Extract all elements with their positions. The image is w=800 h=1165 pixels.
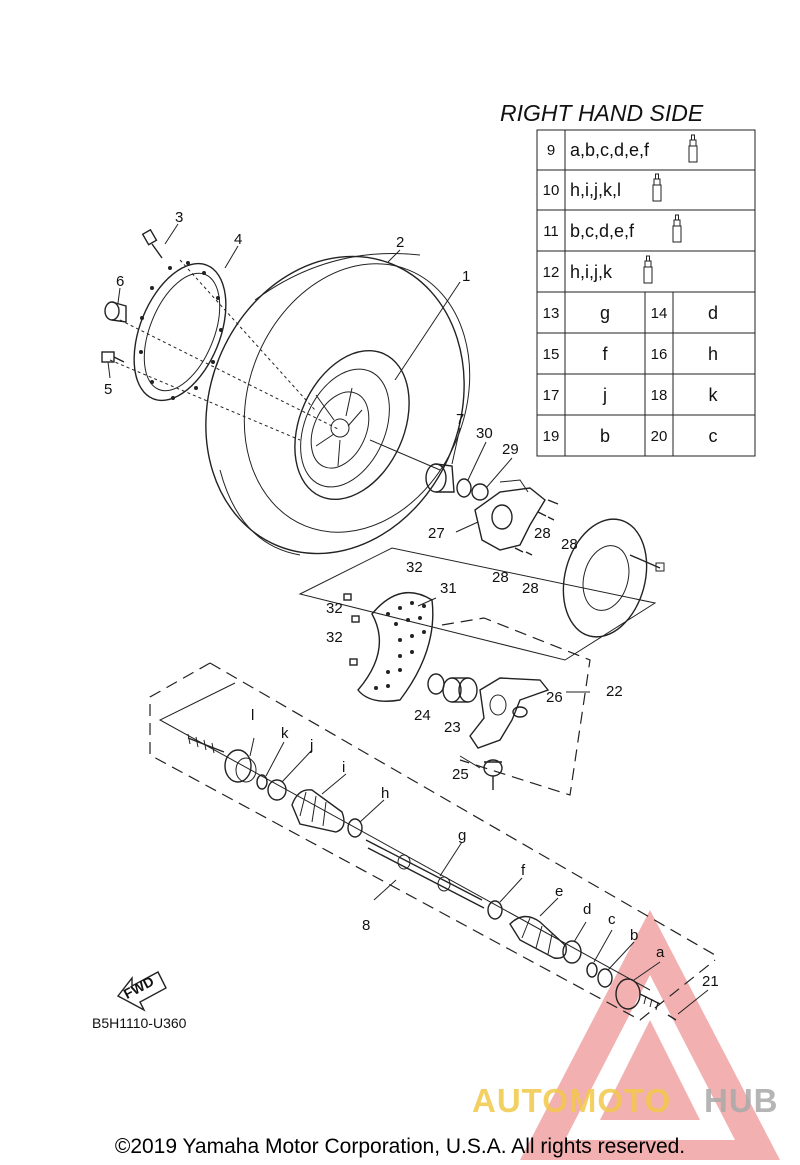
callout-5: 5	[104, 381, 112, 398]
table-row-12-letters: h,i,j,k	[570, 262, 613, 282]
callout-4: 4	[234, 231, 242, 248]
callout-d: d	[583, 901, 591, 918]
diagram-code: B5H1110-U360	[92, 1015, 187, 1031]
bolt-5	[101, 351, 125, 363]
bolts-28	[514, 499, 559, 556]
hub-nut-7	[425, 463, 455, 493]
circlip-24	[427, 673, 445, 695]
callout-7: 7	[456, 411, 464, 428]
table-row-10-letters: h,i,j,k,l	[570, 180, 621, 200]
callout-32b: 32	[326, 600, 343, 617]
callout-f: f	[521, 862, 526, 879]
table-row-19-letter: b	[600, 426, 610, 446]
table-row-14-letter: d	[708, 303, 718, 323]
table-row-16-num: 16	[651, 346, 668, 363]
fwd-arrow-icon: FWD	[116, 971, 167, 1012]
circlip-26	[512, 706, 528, 718]
callout-6: 6	[116, 273, 124, 290]
table-row-20-letter: c	[709, 426, 718, 446]
drive-shaft-assembly	[187, 733, 677, 1021]
callout-25: 25	[452, 766, 469, 783]
callout-a: a	[656, 944, 665, 961]
table-row-19-num: 19	[543, 428, 560, 445]
callout-e: e	[555, 883, 563, 900]
callout-b: b	[630, 927, 638, 944]
callout-g: g	[458, 827, 466, 844]
copyright-notice: ©2019 Yamaha Motor Corporation, U.S.A. A…	[115, 1135, 685, 1158]
grease-tube-icon	[688, 134, 698, 163]
callout-h: h	[381, 785, 389, 802]
wheel-rim	[294, 349, 410, 501]
callout-28d: 28	[522, 580, 539, 597]
brake-guard-31	[357, 591, 434, 702]
callout-26: 26	[546, 689, 563, 706]
valve-stem	[141, 228, 163, 259]
callouts: 1 2 3 4 5 6 7 8 21 22 23 24 25 26 27 28 …	[104, 209, 719, 990]
leader-lines	[107, 223, 709, 1015]
callout-29: 29	[502, 441, 519, 458]
callout-27: 27	[428, 525, 445, 542]
table-row-9-num: 9	[547, 142, 555, 159]
table-row-13-num: 13	[543, 305, 560, 322]
table-row-10-num: 10	[543, 182, 560, 199]
watermark-logo	[520, 910, 780, 1160]
callout-23: 23	[444, 719, 461, 736]
tire	[205, 255, 465, 555]
tire-wheel-assembly	[205, 252, 471, 556]
fwd-label: FWD	[121, 973, 157, 1002]
callout-2: 2	[396, 234, 404, 251]
callout-1: 1	[462, 268, 470, 285]
callout-21: 21	[702, 973, 719, 990]
callout-32a: 32	[406, 559, 423, 576]
brake-disc	[562, 518, 665, 638]
callout-28b: 28	[561, 536, 578, 553]
callout-28c: 28	[492, 569, 509, 586]
callout-i: i	[342, 759, 345, 776]
table-row-9-letters: a,b,c,d,e,f	[570, 140, 650, 160]
ball-joint-25	[483, 759, 503, 790]
watermark-part1: AUTOMOTO	[472, 1082, 671, 1119]
table-row-12-num: 12	[543, 264, 560, 281]
table-row-13-letter: g	[600, 303, 610, 323]
table-row-18-letter: k	[709, 385, 719, 405]
grease-tube-icon	[672, 214, 682, 243]
bolts-32	[343, 593, 360, 666]
callout-c: c	[608, 911, 616, 928]
callout-8: 8	[362, 917, 370, 934]
table-row-17-letter: j	[602, 385, 607, 405]
washer-30	[456, 478, 472, 498]
steering-knuckle	[469, 677, 550, 749]
callout-22: 22	[606, 683, 623, 700]
table-row-15-num: 15	[543, 346, 560, 363]
callout-l: l	[251, 707, 254, 724]
bearing-23	[442, 677, 478, 703]
right-hand-side-table: RIGHT HAND SIDE 9 a,b,c,d,e,f 10 h,i,j,k…	[500, 100, 756, 457]
callout-30: 30	[476, 425, 493, 442]
watermark-part2: HUB	[704, 1082, 779, 1119]
table-row-17-num: 17	[543, 387, 560, 404]
table-row-20-num: 20	[651, 428, 668, 445]
table-row-16-letter: h	[708, 344, 718, 364]
callout-k: k	[281, 725, 289, 742]
table-row-18-num: 18	[651, 387, 668, 404]
callout-j: j	[309, 737, 313, 754]
nut-6	[104, 301, 127, 323]
table-row-14-num: 14	[651, 305, 668, 322]
callout-32c: 32	[326, 629, 343, 646]
table-title: RIGHT HAND SIDE	[500, 100, 704, 126]
washer-29	[471, 483, 489, 501]
callout-3: 3	[175, 209, 183, 226]
table-row-11-num: 11	[543, 223, 559, 240]
table-row-15-letter: f	[602, 344, 608, 364]
wheel-hub-27	[474, 479, 546, 551]
watermark-text: AUTOMOTO HUB	[472, 1082, 779, 1119]
grease-tube-icon	[652, 173, 662, 202]
callout-28a: 28	[534, 525, 551, 542]
callout-31: 31	[440, 580, 457, 597]
beadlock-ring	[133, 261, 227, 402]
callout-24: 24	[414, 707, 431, 724]
table-row-11-letters: b,c,d,e,f	[570, 221, 635, 241]
grease-tube-icon	[643, 255, 653, 284]
